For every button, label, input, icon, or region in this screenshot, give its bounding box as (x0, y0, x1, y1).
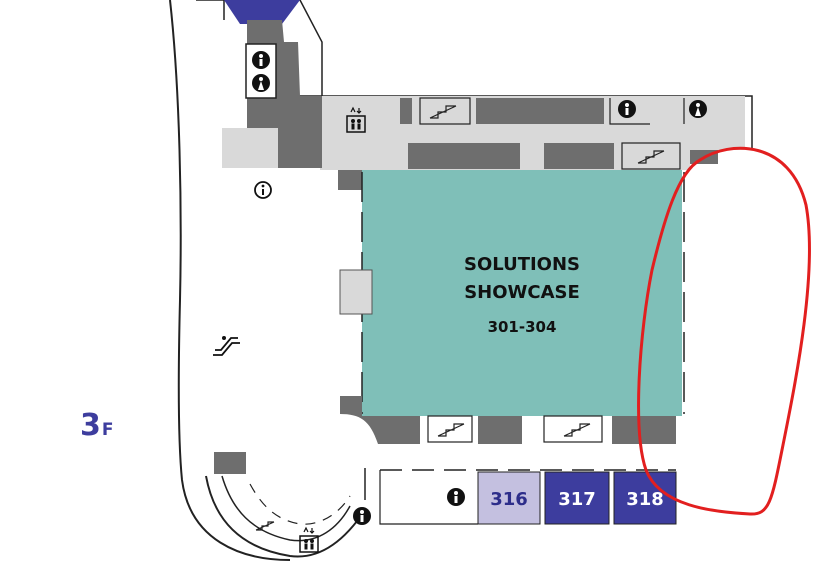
service-room-mid-right (544, 143, 614, 169)
corridor-left (222, 128, 252, 168)
room-316[interactable]: 316 (477, 471, 541, 525)
restroom-icon (252, 51, 270, 69)
room-318[interactable]: 318 (613, 471, 677, 525)
stairs-icon (621, 142, 681, 170)
restroom-icon (618, 100, 636, 118)
restroom-icon (447, 488, 465, 506)
rotunda (205, 468, 366, 558)
hall-name-line1: SOLUTIONS (464, 254, 580, 275)
building-outline-top (196, 0, 225, 20)
solutions-showcase-hall[interactable] (362, 170, 682, 416)
hall-side-room (339, 269, 373, 315)
service-room-bottom-1 (478, 416, 522, 444)
room-316-number: 316 (490, 489, 528, 510)
floor-number: 3 (80, 408, 102, 443)
elevator-icon (346, 106, 366, 133)
room-318-number: 318 (626, 489, 664, 510)
room-317[interactable]: 317 (544, 471, 610, 525)
stairs-icon (543, 415, 603, 443)
service-room-bottom-2 (612, 416, 676, 444)
red-circle-annotation (637, 146, 811, 516)
service-room-hall-sw (340, 396, 420, 444)
elevator-icon (299, 526, 319, 553)
restroom-icon (689, 100, 707, 118)
stairs-icon (255, 521, 275, 531)
service-room-rotunda (214, 452, 246, 474)
stairs-icon (419, 97, 471, 125)
wall-stub (400, 98, 412, 124)
room-wall-bottom (379, 470, 478, 525)
building-outline-left (169, 0, 291, 561)
info-icon (254, 181, 272, 199)
room-317-number: 317 (558, 489, 596, 510)
restroom-icon (353, 507, 371, 525)
floor-label: 3F (80, 408, 115, 443)
restroom-walls-right (609, 98, 685, 125)
service-room-mid-left (408, 143, 520, 169)
stairs-icon (427, 415, 473, 443)
hall-room-range: 301-304 (488, 318, 557, 336)
restroom-icon (252, 74, 270, 92)
room-block-top (224, 0, 300, 24)
hall-name-line2: SHOWCASE (464, 282, 580, 303)
service-room-top (476, 98, 604, 124)
building-outline-top-right (299, 0, 323, 96)
floor-suffix: F (101, 420, 115, 440)
escalator-icon (213, 336, 240, 356)
